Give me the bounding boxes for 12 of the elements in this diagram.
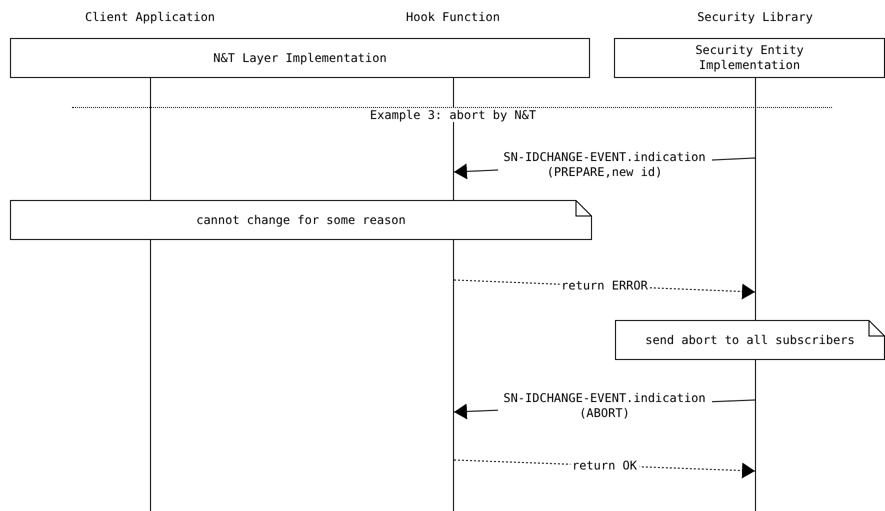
note-box: send abort to all subscribers — [615, 320, 885, 360]
participant-box: Security Entity Implementation — [614, 38, 885, 78]
participant-label: Hook Function — [406, 10, 500, 24]
participant-label: Security Library — [697, 10, 813, 24]
edge-label: SN-IDCHANGE-EVENT.indication (PREPARE,new id) — [498, 150, 712, 180]
edge-label: SN-IDCHANGE-EVENT.indication (ABORT) — [498, 391, 712, 421]
participant-label: Client Application — [84, 10, 216, 24]
participant-box: N&T Layer Implementation — [10, 38, 590, 78]
lifeline — [150, 78, 151, 511]
note-box: cannot change for some reason — [10, 200, 592, 240]
lifeline — [755, 78, 756, 511]
edge-label: return OK — [570, 458, 640, 473]
